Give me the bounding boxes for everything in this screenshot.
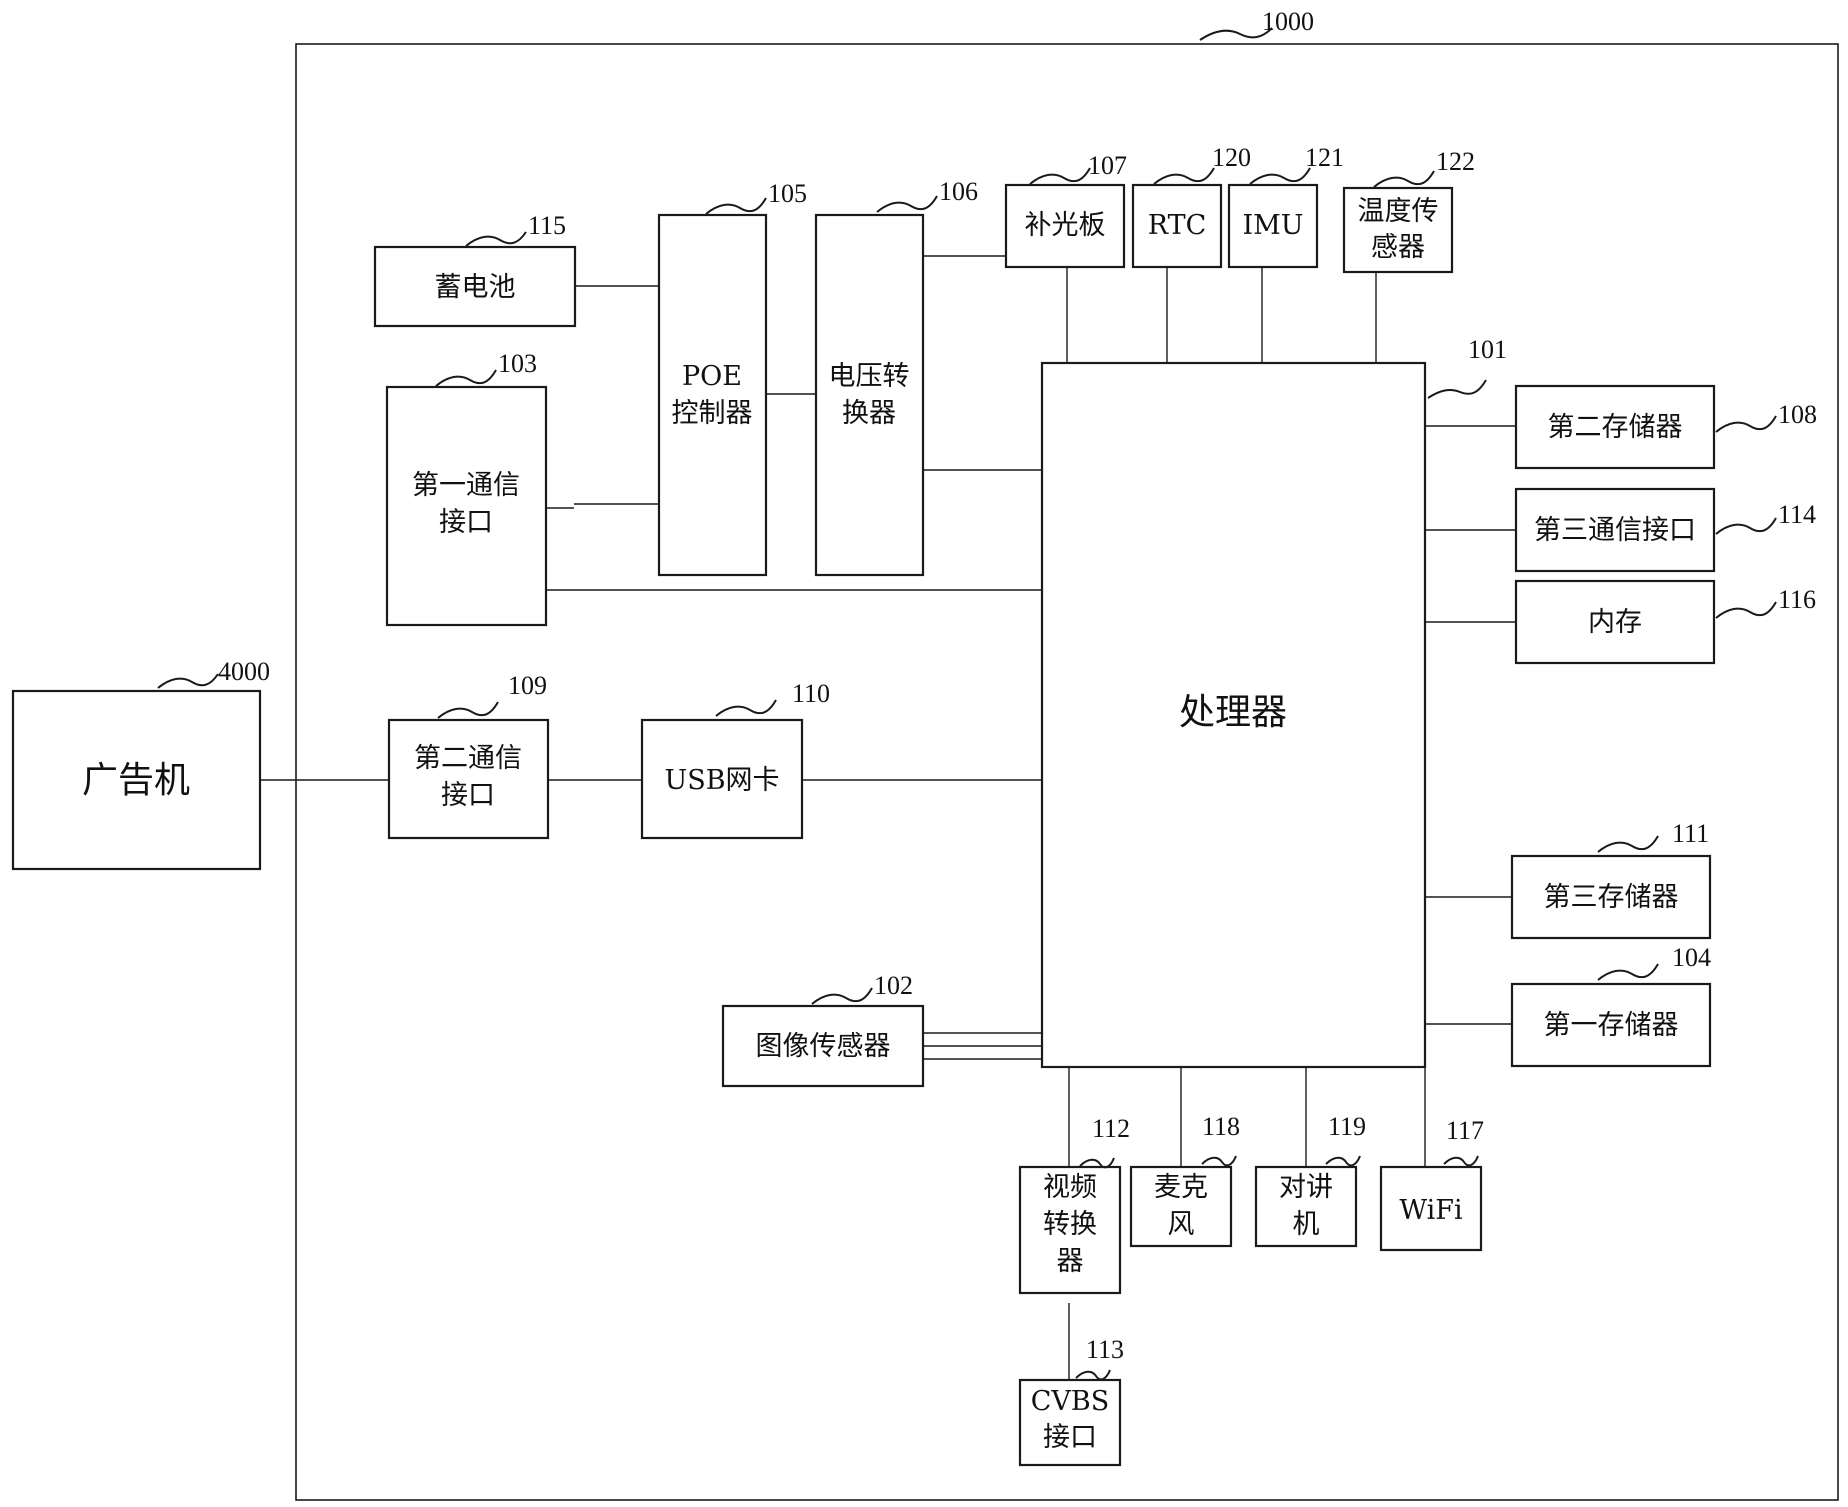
block-processor: 处理器 101 [1040, 335, 1507, 1069]
ref-label-1000: 1000 [1262, 7, 1314, 36]
ref-label-122: 122 [1436, 147, 1475, 176]
block-rtc: RTC 120 [1131, 143, 1251, 269]
block-battery: 蓄电池 115 [373, 211, 577, 328]
svg-text:第三存储器: 第三存储器 [1544, 882, 1679, 913]
svg-text:第三通信接口: 第三通信接口 [1534, 515, 1696, 546]
ref-label-116: 116 [1778, 585, 1816, 614]
svg-text:第一存储器: 第一存储器 [1544, 1010, 1679, 1041]
block-imu: IMU 121 [1227, 143, 1344, 269]
svg-text:WiFi: WiFi [1399, 1195, 1463, 1226]
ref-label-110: 110 [792, 679, 830, 708]
ref-label-103: 103 [498, 349, 537, 378]
block-image-sensor: 图像传感器 102 [721, 971, 925, 1088]
block-label: 处理器 [1179, 692, 1287, 733]
block-fill-light: 补光板 107 [1004, 151, 1127, 269]
ref-label-117: 117 [1446, 1116, 1484, 1145]
svg-text:第一通信接口: 第一通信接口 [412, 470, 520, 538]
svg-text:第二通信接口: 第二通信接口 [414, 743, 522, 811]
ref-label-102: 102 [874, 971, 913, 1000]
svg-text:图像传感器: 图像传感器 [756, 1031, 891, 1062]
ref-label-105: 105 [768, 179, 807, 208]
block-first-comm-interface: 第一通信接口 103 [385, 349, 548, 627]
ref-label-111: 111 [1672, 819, 1709, 848]
svg-text:对讲机: 对讲机 [1279, 1172, 1333, 1240]
svg-text:温度传感器: 温度传感器 [1358, 196, 1439, 263]
svg-text:蓄电池: 蓄电池 [435, 272, 516, 303]
ref-label-115: 115 [528, 211, 566, 240]
block-temperature-sensor: 温度传感器 122 [1342, 147, 1475, 274]
system-frame [295, 43, 1839, 1501]
ref-label-109: 109 [508, 671, 547, 700]
block-second-storage: 第二存储器 108 [1514, 384, 1817, 470]
ref-label-112: 112 [1092, 1114, 1130, 1143]
block-intercom: 对讲机 119 [1254, 1112, 1366, 1248]
block-video-converter: 视频转换器 112 [1018, 1114, 1130, 1295]
svg-text:补光板: 补光板 [1025, 210, 1106, 241]
svg-text:IMU: IMU [1242, 210, 1303, 241]
block-second-comm-interface: 第二通信接口 109 [387, 671, 550, 840]
ref-label-108: 108 [1778, 400, 1817, 429]
block-wifi: WiFi 117 [1379, 1116, 1484, 1252]
svg-text:视频转换器: 视频转换器 [1043, 1172, 1097, 1277]
svg-text:USB网卡: USB网卡 [664, 765, 779, 796]
ref-label-120: 120 [1212, 143, 1251, 172]
ref-label-114: 114 [1778, 500, 1816, 529]
block-memory: 内存 116 [1514, 579, 1816, 665]
svg-text:第二存储器: 第二存储器 [1548, 412, 1683, 443]
block-label: 广告机 [82, 760, 190, 801]
ref-label-119: 119 [1328, 1112, 1366, 1141]
ref-label-4000: 4000 [218, 657, 270, 686]
ref-label-104: 104 [1672, 943, 1711, 972]
block-third-storage: 第三存储器 111 [1510, 819, 1712, 940]
ref-label-107: 107 [1088, 151, 1127, 180]
block-advertising-machine: 广告机 4000 [11, 657, 270, 871]
svg-text:RTC: RTC [1148, 210, 1207, 241]
block-microphone: 麦克风 118 [1129, 1112, 1240, 1248]
ref-label-101: 101 [1468, 335, 1507, 364]
ref-label-106: 106 [939, 177, 978, 206]
svg-text:麦克风: 麦克风 [1154, 1172, 1208, 1240]
ref-label-121: 121 [1305, 143, 1344, 172]
block-third-comm-interface: 第三通信接口 114 [1514, 487, 1816, 573]
ref-leader-1000 [1199, 27, 1273, 41]
block-voltage-converter: 电压转换器 106 [814, 177, 978, 577]
ref-label-113: 113 [1086, 1335, 1124, 1364]
svg-text:电压转换器: 电压转换器 [829, 361, 910, 429]
block-usb-network-card: USB网卡 110 [640, 679, 830, 840]
ref-label-118: 118 [1202, 1112, 1240, 1141]
block-first-storage: 第一存储器 104 [1510, 943, 1712, 1068]
svg-text:内存: 内存 [1588, 607, 1642, 638]
connection-lines [260, 255, 1516, 1380]
